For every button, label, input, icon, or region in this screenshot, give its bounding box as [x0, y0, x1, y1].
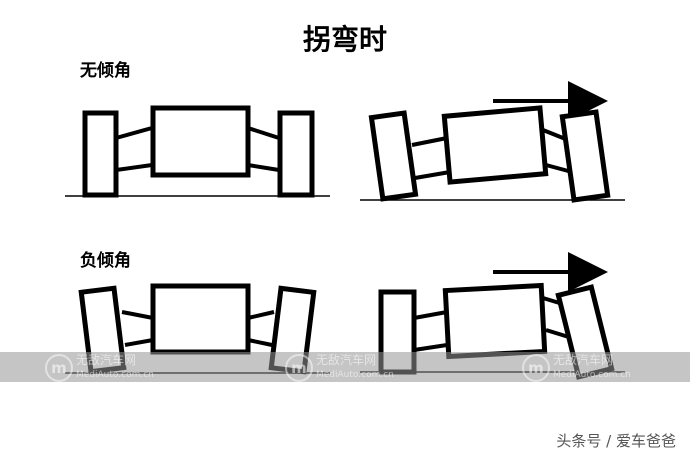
no-camber-straight: [65, 105, 330, 198]
watermark-name: 无敌汽车网: [316, 353, 377, 367]
suspension-link: [115, 163, 153, 172]
watermark-logo: m: [522, 354, 550, 382]
suspension-link: [115, 126, 153, 140]
suspension-link: [247, 126, 280, 140]
watermark-name: 无敌汽车网: [76, 353, 137, 367]
suspension-link: [247, 163, 280, 172]
watermark-logo: m: [45, 354, 73, 382]
wheel-right: [559, 109, 611, 203]
car-body: [150, 105, 251, 178]
watermark-band: [0, 352, 690, 382]
suspension-link: [413, 343, 448, 352]
suspension-link: [124, 338, 154, 347]
wheel-left: [82, 110, 119, 198]
car-body: [441, 105, 549, 185]
wheel-left: [368, 110, 419, 202]
watermark-name: 无敌汽车网: [553, 353, 614, 367]
suspension-link: [411, 136, 448, 147]
watermark-url: MediAuto.com.cn: [76, 370, 154, 380]
suspension-link: [414, 170, 451, 180]
label-negative-camber: 负倾角: [80, 251, 131, 271]
diagram-title: 拐弯时: [302, 23, 387, 56]
negative-camber-straight: [65, 283, 330, 375]
car-body: [442, 282, 548, 360]
suspension-link: [121, 310, 154, 320]
suspension-link: [413, 310, 448, 320]
watermark-url: MediAuto.com.cn: [316, 370, 394, 380]
source-credit: 头条号 / 爱车爸爸: [556, 432, 676, 450]
no-camber-turning: [360, 81, 625, 203]
suspension-link: [247, 310, 275, 320]
watermark-url: MediAuto.com.cn: [553, 370, 631, 380]
watermark-logo: m: [285, 354, 313, 382]
wheel-right: [277, 110, 315, 198]
suspension-link: [247, 338, 273, 347]
car-body: [150, 283, 251, 355]
label-no-camber: 无倾角: [80, 61, 131, 81]
